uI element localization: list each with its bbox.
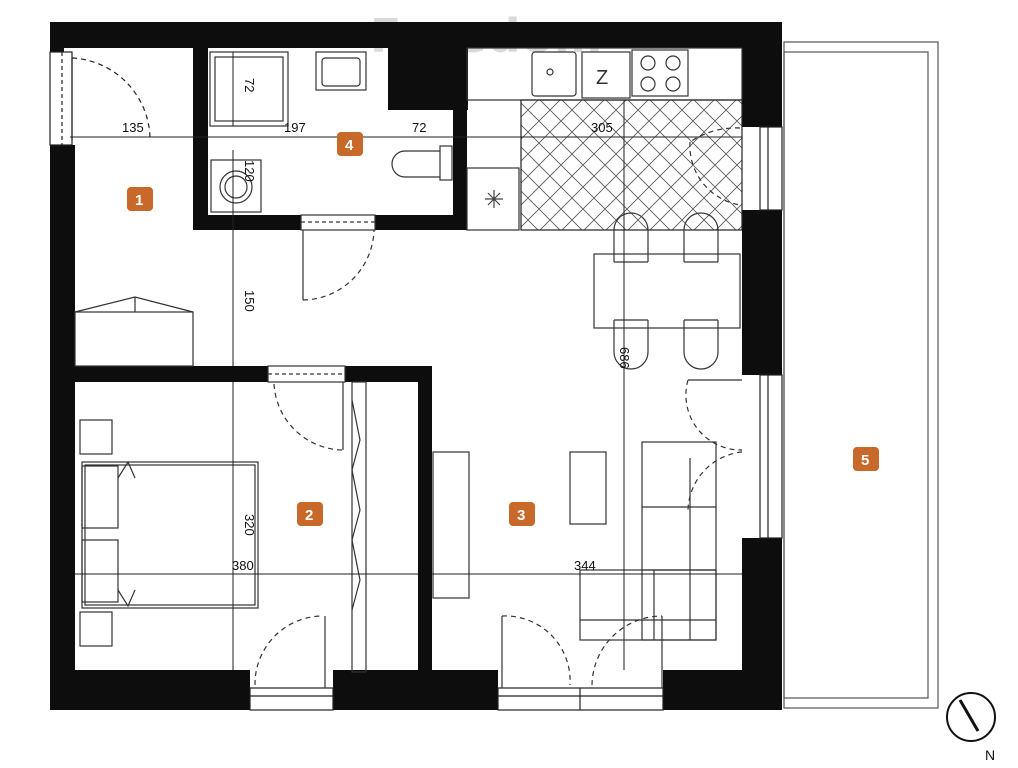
- dim-bedroom-width: 380: [232, 558, 254, 573]
- windows: [249, 126, 783, 711]
- room-badge-3: 3: [509, 502, 535, 526]
- bedroom-fixtures: [79, 381, 367, 688]
- room-badge-4: 4: [337, 132, 363, 156]
- dim-hall-depth: 150: [242, 290, 257, 312]
- dim-kitchen-width: 305: [591, 120, 613, 135]
- dim-living-width: 344: [574, 558, 596, 573]
- compass-label: N: [985, 747, 995, 763]
- svg-text:3: 3: [517, 507, 525, 524]
- terrace: [783, 41, 939, 709]
- dim-bath-width: 197: [284, 120, 306, 135]
- dim-living-depth: 686: [617, 347, 632, 369]
- room-badge-5: 5: [853, 447, 879, 471]
- walls: [50, 22, 782, 710]
- dim-bath-height: 120: [242, 160, 257, 182]
- bathroom-fixtures: [209, 51, 453, 301]
- hall-fixtures: [74, 296, 346, 451]
- dim-bedroom-depth: 320: [242, 514, 257, 536]
- entry-door: [49, 51, 151, 146]
- dim-shower-depth: 72: [242, 78, 257, 92]
- dim-wc-width: 72: [412, 120, 426, 135]
- north-arrow-icon: [946, 692, 996, 742]
- kitchen-fixtures: Z: [432, 47, 743, 688]
- svg-text:Z: Z: [596, 67, 608, 89]
- svg-text:1: 1: [135, 192, 143, 209]
- room-badge-2: 2: [297, 502, 323, 526]
- svg-text:2: 2: [305, 507, 313, 524]
- dimension-lines: [70, 52, 742, 670]
- room-badge-1: 1: [127, 187, 153, 211]
- svg-text:4: 4: [345, 137, 354, 154]
- dim-hall-width: 135: [122, 120, 144, 135]
- svg-text:5: 5: [861, 452, 869, 469]
